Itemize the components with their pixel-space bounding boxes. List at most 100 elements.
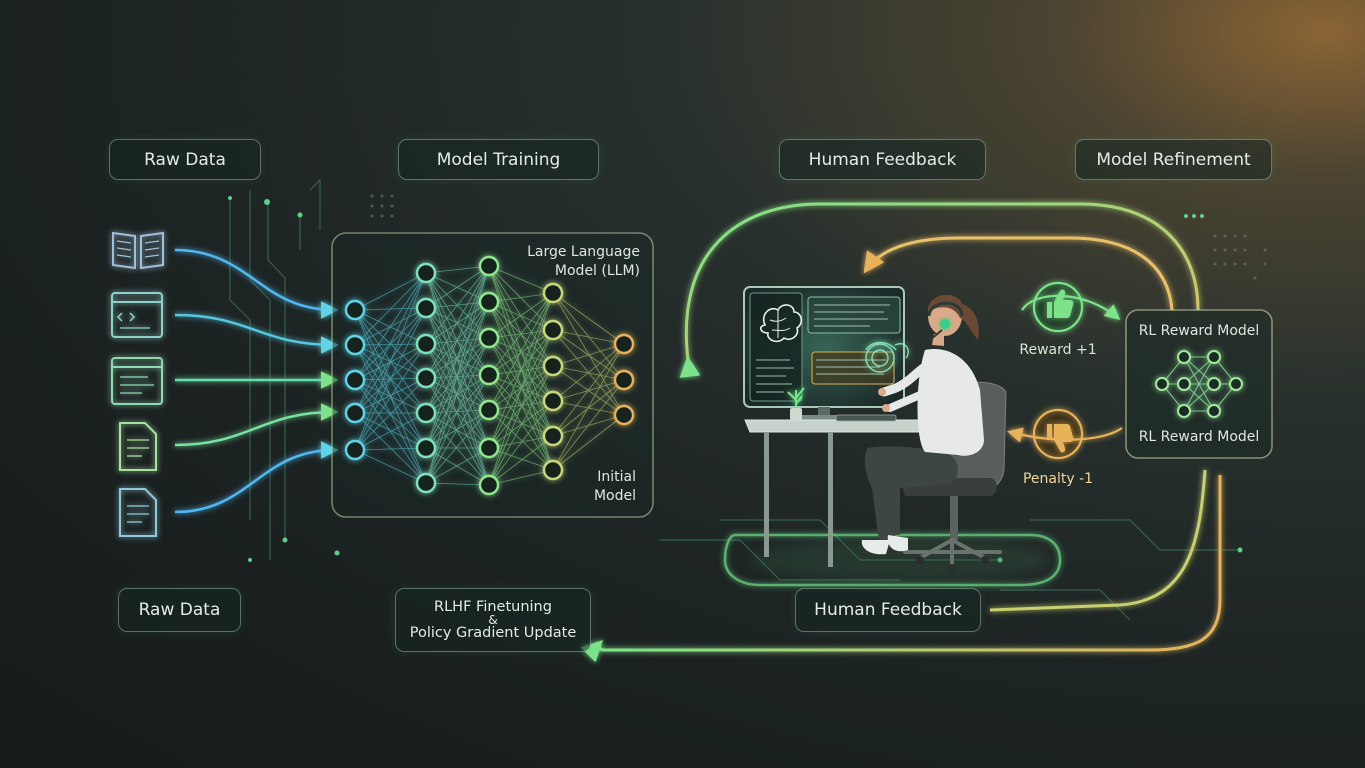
nn-edge (488, 329, 554, 486)
nn-edge (488, 292, 554, 339)
nn-edge (425, 337, 490, 345)
hologram (865, 341, 909, 373)
nn-edge (488, 292, 554, 411)
nn-edge (425, 272, 490, 449)
nn-node (344, 369, 366, 391)
nn-node (415, 437, 437, 459)
code-window-icon (111, 292, 163, 338)
nn-edge (488, 337, 554, 471)
nn-node (344, 334, 366, 356)
nn-node (478, 437, 500, 459)
nn-edge (488, 292, 554, 449)
nn-node (415, 262, 437, 284)
nn-edge (425, 412, 490, 486)
book-icon (112, 231, 164, 270)
nn-node (415, 333, 437, 355)
nn-edge (425, 265, 490, 379)
nn-node (478, 255, 500, 277)
reward-to-feedback-curve (989, 469, 1207, 612)
nn-edge (354, 449, 427, 484)
bottom-loop-arrow (580, 475, 1222, 663)
nn-edge (425, 265, 490, 484)
nn-edge (552, 329, 625, 345)
nn-edge (425, 409, 490, 484)
nn-edge (552, 379, 625, 437)
nn-node (344, 439, 366, 461)
nn-edge (354, 412, 427, 451)
plant-icon (787, 387, 805, 420)
nn-node (542, 319, 564, 341)
bottom-human-feedback: Human Feedback (795, 588, 981, 632)
nn-edge (354, 272, 427, 451)
nn-edge (354, 307, 427, 451)
nn-edge (488, 292, 554, 486)
outer-loop-arrow (679, 202, 1200, 378)
dot-grid (370, 194, 1267, 280)
nn-edge (488, 292, 554, 376)
nn-node (478, 291, 500, 313)
neural-network (344, 255, 635, 496)
nn-node (542, 459, 564, 481)
nn-edge (425, 301, 490, 345)
reward-model-label-bottom: RL Reward Model (1138, 429, 1260, 445)
nn-edge (488, 435, 554, 486)
nn-edge (488, 469, 554, 486)
nn-edge (488, 329, 554, 376)
nn-edge (425, 265, 490, 449)
nn-edge (425, 337, 490, 484)
nn-edge (354, 447, 427, 451)
pipeline-step-human-feedback: Human Feedback (779, 139, 986, 180)
nn-node (542, 390, 564, 412)
rlhf-line2: Policy Gradient Update (409, 624, 577, 641)
nn-edge (488, 365, 554, 486)
nn-edge (354, 377, 427, 414)
arrow-reward-up (1021, 294, 1121, 320)
nn-edge (354, 272, 427, 414)
nn-node (344, 402, 366, 424)
floor-glow (723, 533, 1062, 587)
nn-edge (354, 412, 427, 449)
pipeline-step-model-training: Model Training (398, 139, 599, 180)
nn-edge (552, 343, 625, 471)
nn-edge (425, 447, 490, 486)
pipeline-step-model-refinement: Model Refinement (1075, 139, 1272, 180)
nn-node (415, 297, 437, 319)
nn-edge (552, 292, 625, 345)
nn-node (415, 402, 437, 424)
nn-edge (425, 343, 490, 376)
nn-edge (354, 272, 427, 311)
workstation (723, 286, 1062, 587)
nn-node (478, 327, 500, 349)
nn-edge (552, 343, 625, 437)
neural-network-icon (1155, 350, 1243, 418)
nn-edge (425, 265, 490, 309)
nn-edge (488, 337, 554, 437)
feedback-loops (580, 202, 1222, 663)
document-icon (119, 488, 157, 537)
nn-node (613, 404, 635, 426)
nn-edge (425, 272, 490, 486)
nn-edge (425, 343, 490, 486)
nn-node (542, 355, 564, 377)
nn-edge (425, 377, 490, 449)
nn-edge (354, 412, 427, 484)
nn-node (478, 474, 500, 496)
nn-edge (488, 265, 554, 471)
nn-edge (425, 265, 490, 345)
nn-edge (488, 409, 554, 471)
nn-edge (354, 377, 427, 451)
nn-edge (488, 301, 554, 471)
nn-node (542, 282, 564, 304)
arrow-penalty-back (1007, 427, 1123, 443)
nn-edge (488, 265, 554, 294)
reward-positive-label: Reward +1 (1019, 342, 1097, 358)
rlhf-finetuning-box: RLHF Finetuning & Policy Gradient Update (395, 588, 591, 652)
thumbs-up-icon (1032, 281, 1084, 333)
nn-edge (425, 447, 490, 484)
nn-node (542, 425, 564, 447)
nn-edge (488, 409, 554, 437)
bottom-raw-data: Raw Data (118, 588, 241, 632)
input-icons (111, 231, 164, 537)
nn-node (478, 364, 500, 386)
